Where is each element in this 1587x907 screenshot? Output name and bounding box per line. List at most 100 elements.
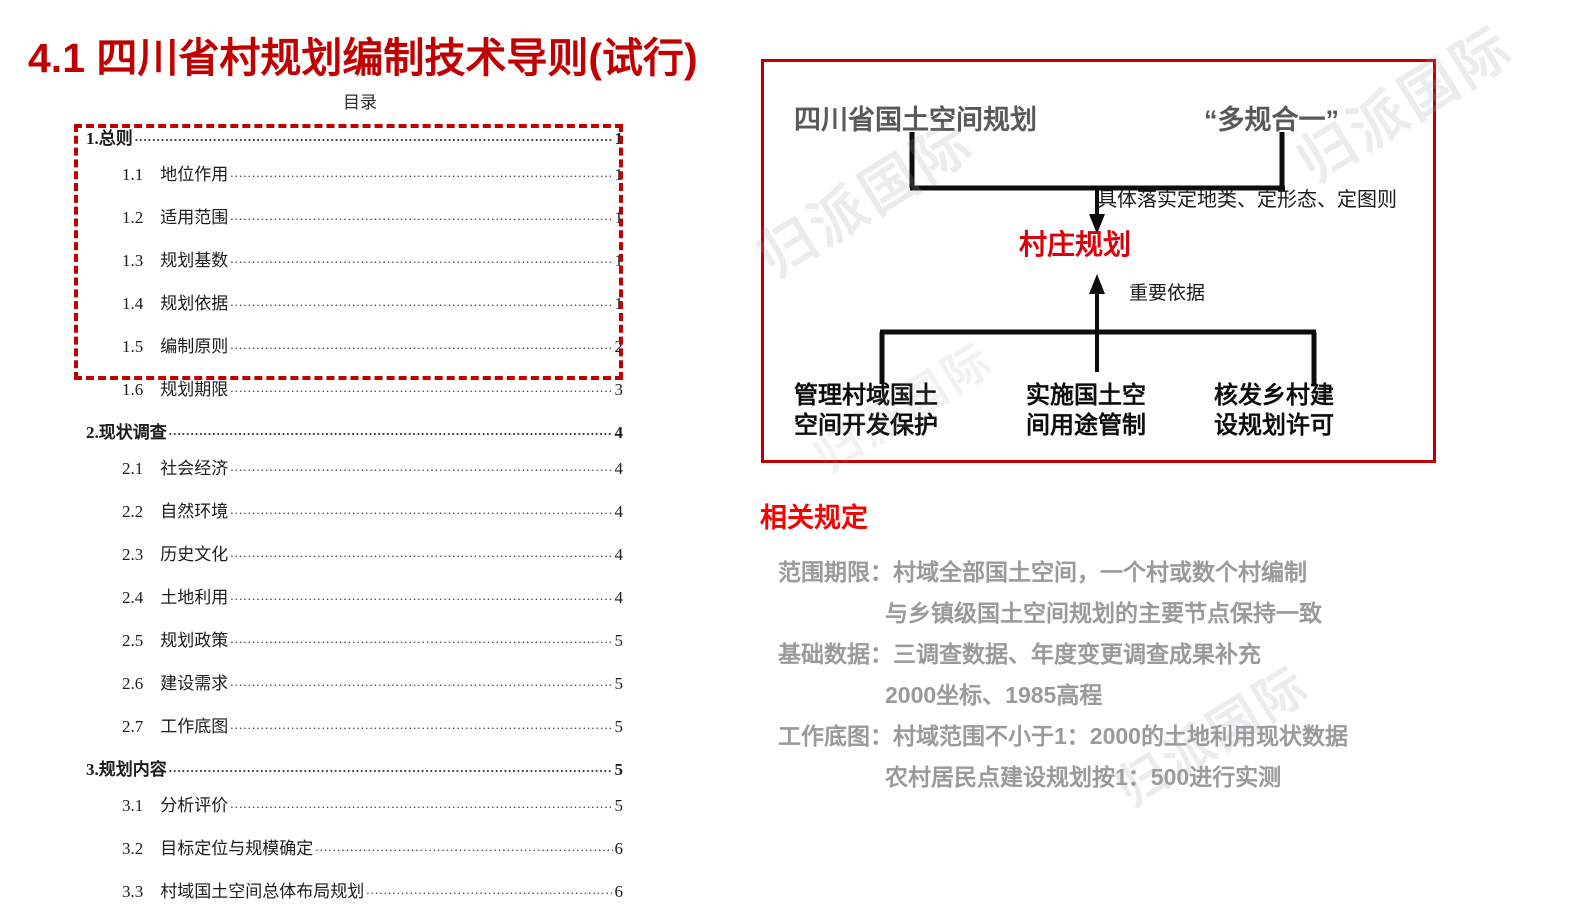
toc-entry-label: 1.6 规划期限	[122, 380, 229, 399]
toc-entry-number: 3.2	[122, 839, 144, 858]
toc-entry-page: 5	[614, 760, 624, 779]
toc-entry-page: 2	[614, 337, 624, 356]
toc-entry-page: 4	[614, 423, 624, 442]
toc-entry[interactable]: 2.4 土地利用................................…	[74, 583, 623, 626]
toc-entry-page: 5	[614, 796, 624, 815]
toc-entry-number: 1.3	[122, 251, 144, 270]
toc-entry-page: 1	[614, 294, 624, 313]
toc-leader-dots: ........................................…	[230, 631, 613, 646]
toc-heading: 目录	[343, 93, 377, 112]
toc-entry[interactable]: 1.4 规划依据................................…	[74, 289, 623, 332]
toc-entry[interactable]: 2.2 自然环境................................…	[74, 497, 623, 540]
flow-node-manage-village-land: 管理村域国土 空间开发保护	[794, 381, 974, 440]
toc-leader-dots: ........................................…	[134, 129, 613, 144]
toc-entry-number: 1.6	[122, 380, 144, 399]
page-title: 4.1 四川省村规划编制技术导则(试行)	[28, 35, 698, 81]
flow-node-issue-construction-permit: 核发乡村建 设规划许可	[1214, 381, 1384, 440]
toc-entry-page: 4	[614, 588, 624, 607]
flow-node-line: 空间开发保护	[794, 411, 938, 439]
toc-entry[interactable]: 3.1 分析评价................................…	[74, 791, 623, 834]
toc-entry-label: 1.4 规划依据	[122, 294, 229, 313]
toc-leader-dots: ........................................…	[366, 882, 612, 897]
toc-leader-dots: ........................................…	[230, 251, 613, 266]
regulation-line: 2000坐标、1985高程	[885, 682, 1103, 708]
toc-entry[interactable]: 2.5 规划政策................................…	[74, 626, 623, 669]
table-of-contents: 1.总则....................................…	[74, 124, 634, 901]
toc-leader-dots: ........................................…	[315, 839, 613, 854]
toc-entry-label: 1.5 编制原则	[122, 337, 229, 356]
flow-node-implement-land-use-control: 实施国土空 间用途管制	[1026, 381, 1176, 440]
toc-leader-dots: ........................................…	[230, 545, 613, 560]
flow-node-village-plan: 村庄规划	[1019, 229, 1132, 260]
toc-entry-label: 2.2 自然环境	[122, 502, 229, 521]
toc-entry-number: 2.6	[122, 674, 144, 693]
toc-entry[interactable]: 3.规划内容..................................…	[74, 755, 623, 791]
toc-leader-dots: ........................................…	[230, 459, 613, 474]
toc-list: 1.总则....................................…	[74, 124, 623, 907]
toc-entry-page: 3	[614, 380, 624, 399]
toc-leader-dots: ........................................…	[168, 760, 613, 775]
toc-entry-number: 3.3	[122, 882, 144, 901]
toc-entry-label: 3.规划内容	[86, 760, 167, 779]
toc-entry-page: 1	[614, 165, 624, 184]
toc-entry[interactable]: 2.3 历史文化................................…	[74, 540, 623, 583]
toc-entry-number: 1.5	[122, 337, 144, 356]
regulation-line: 基础数据：三调查数据、年度变更调查成果补充	[778, 641, 1261, 667]
toc-leader-dots: ........................................…	[230, 717, 613, 732]
toc-leader-dots: ........................................…	[230, 502, 613, 517]
toc-entry-number: 2.4	[122, 588, 144, 607]
toc-entry-page: 1	[614, 208, 624, 227]
flowchart-panel: 四川省国土空间规划 “多规合一” 具体落实定地类、定形态、定图则 村庄规划 重要…	[761, 59, 1436, 463]
toc-leader-dots: ........................................…	[230, 380, 613, 395]
flow-edge-label-implement: 具体落实定地类、定形态、定图则	[1097, 189, 1397, 211]
toc-entry[interactable]: 1.1 地位作用................................…	[74, 160, 623, 203]
regulation-line: 范围期限：村域全部国土空间，一个村或数个村编制	[778, 559, 1307, 585]
toc-entry[interactable]: 2.6 建设需求................................…	[74, 669, 623, 712]
toc-entry-page: 1	[614, 251, 624, 270]
toc-leader-dots: ........................................…	[230, 294, 613, 309]
toc-entry-page: 5	[614, 717, 624, 736]
regulation-line: 与乡镇级国土空间规划的主要节点保持一致	[885, 600, 1322, 626]
toc-entry-page: 4	[614, 459, 624, 478]
toc-entry-number: 2.3	[122, 545, 144, 564]
toc-entry-number: 1.4	[122, 294, 144, 313]
regulations-body: 范围期限：村域全部国土空间，一个村或数个村编制与乡镇级国土空间规划的主要节点保持…	[760, 552, 1460, 798]
flow-node-line: 设规划许可	[1214, 411, 1334, 439]
toc-entry[interactable]: 2.7 工作底图................................…	[74, 712, 623, 755]
toc-entry[interactable]: 3.3 村域国土空间总体布局规划........................…	[74, 877, 623, 907]
toc-entry[interactable]: 1.5 编制原则................................…	[74, 332, 623, 375]
regulation-line: 工作底图：村域范围不小于1：2000的土地利用现状数据	[778, 723, 1348, 749]
toc-entry[interactable]: 1.6 规划期限................................…	[74, 375, 623, 418]
toc-entry[interactable]: 2.1 社会经济................................…	[74, 454, 623, 497]
toc-entry-label: 2.6 建设需求	[122, 674, 229, 693]
toc-entry-label: 1.1 地位作用	[122, 165, 229, 184]
toc-entry-number: 2.5	[122, 631, 144, 650]
toc-entry-label: 2.现状调查	[86, 423, 167, 442]
flowchart-connectors	[879, 132, 1317, 384]
flow-node-line: 核发乡村建	[1214, 382, 1334, 410]
toc-entry-page: 1	[614, 129, 624, 148]
flow-node-line: 间用途管制	[1026, 411, 1146, 439]
flow-node-multi-plan-integration: “多规合一”	[1204, 105, 1339, 135]
toc-entry[interactable]: 3.2 目标定位与规模确定...........................…	[74, 834, 623, 877]
toc-entry[interactable]: 1.2 适用范围................................…	[74, 203, 623, 246]
flow-edge-label-basis: 重要依据	[1129, 283, 1206, 304]
toc-entry-label: 1.3 规划基数	[122, 251, 229, 270]
toc-entry-page: 6	[614, 882, 624, 901]
regulations-title: 相关规定	[760, 503, 868, 533]
toc-entry-number: 2.7	[122, 717, 144, 736]
flow-node-line: 实施国土空	[1026, 382, 1146, 410]
toc-leader-dots: ........................................…	[230, 337, 613, 352]
flow-node-line: 管理村域国土	[794, 382, 938, 410]
toc-entry-number: 3.1	[122, 796, 144, 815]
toc-entry-number: 1.1	[122, 165, 144, 184]
toc-entry[interactable]: 2.现状调查..................................…	[74, 418, 623, 454]
toc-entry[interactable]: 1.总则....................................…	[74, 124, 623, 160]
toc-entry-number: 2.2	[122, 502, 144, 521]
toc-leader-dots: ........................................…	[230, 588, 613, 603]
toc-entry-label: 3.2 目标定位与规模确定	[122, 839, 314, 858]
toc-entry[interactable]: 1.3 规划基数................................…	[74, 246, 623, 289]
toc-entry-number: 2.1	[122, 459, 144, 478]
toc-entry-label: 2.7 工作底图	[122, 717, 229, 736]
